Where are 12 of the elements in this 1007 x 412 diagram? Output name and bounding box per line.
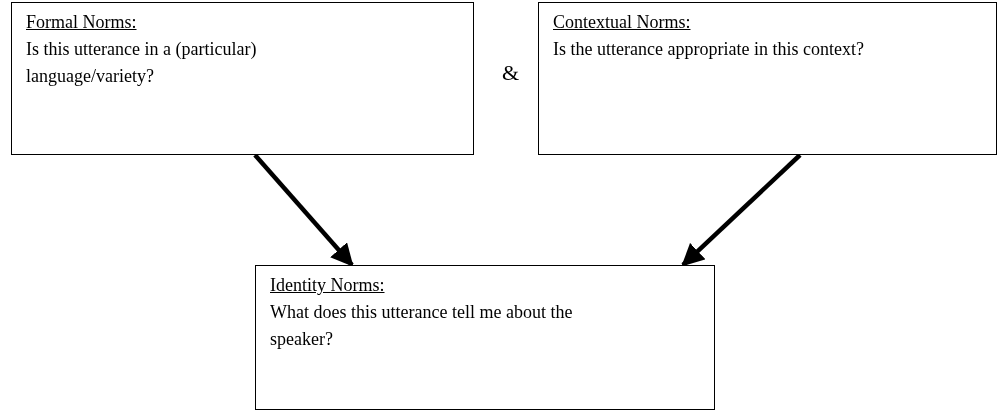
- text-box: [255, 265, 715, 410]
- arrow: [681, 153, 802, 267]
- text-box: [11, 2, 474, 155]
- box-question: What does this utterance tell me about the speaker?: [270, 301, 574, 351]
- box-heading: Formal Norms:: [26, 11, 137, 34]
- ampersand-label: &: [502, 60, 520, 86]
- arrow: [253, 153, 354, 267]
- text-box: [538, 2, 997, 155]
- box-question: Is the utterance appropriate in this context?: [553, 38, 865, 61]
- box-heading: Identity Norms:: [270, 274, 385, 297]
- box-question: Is this utterance in a (particular) language/variety?: [26, 38, 258, 88]
- box-heading: Contextual Norms:: [553, 11, 691, 34]
